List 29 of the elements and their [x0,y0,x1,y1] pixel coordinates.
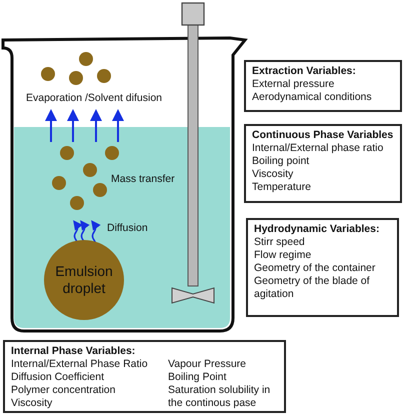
process-label: Mass transfer [111,173,175,186]
variables-box [246,218,399,317]
variable-item: Aerodynamical conditions [252,91,372,104]
variables-box [3,340,286,413]
variable-item: External pressure [252,78,336,91]
box-heading: Internal Phase Variables: [11,345,136,358]
variable-item: Boiling Point [168,371,228,384]
variable-item: Boiling point [252,155,310,168]
variable-item: Viscosity [252,168,294,181]
variable-item: Geometry of the container [254,262,376,275]
variables-box [244,124,402,203]
variable-item: Internal/External phase ratio [252,142,384,155]
variables-box [244,60,402,112]
variable-item: Temperature [252,181,312,194]
variable-item: Diffusion Coefficient [11,371,105,384]
droplet-label: Emulsion droplet [54,263,114,297]
variable-item: Viscosity [11,397,54,410]
variable-item: Vapour Pressure [168,358,248,371]
variable-item: Stirr speed [254,236,306,249]
variable-item: Polymer concentration [11,384,116,397]
process-label: Diffusion [107,222,148,235]
variable-item: Geometry of the blade of agitation [254,275,371,301]
variable-item: Flow regime [254,249,312,262]
box-heading: Continuous Phase Variables [252,129,394,142]
process-label: Evaporation /Solvent difusion [26,92,162,105]
variable-item: Internal/External Phase Ratio [11,358,149,371]
box-heading: Hydrodynamic Variables: [254,223,380,236]
box-heading: Extraction Variables: [252,65,357,78]
variable-item: Saturation solubility in the continous pase [168,384,272,410]
